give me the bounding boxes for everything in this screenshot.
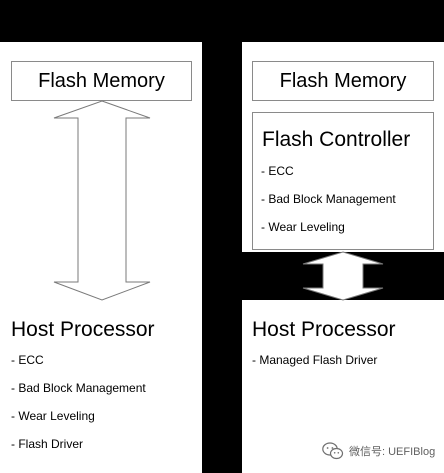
controller-item-wear-leveling: - Wear Leveling [261,220,345,234]
right-host-processor-panel [242,300,444,473]
wechat-icon [322,442,344,460]
left-host-processor-panel [0,300,202,473]
left-flash-memory-box: Flash Memory [11,61,192,101]
right-host-item-managed-driver: - Managed Flash Driver [252,353,378,367]
watermark: 微信号: UEFIBlog [322,441,435,461]
left-host-item-ecc: - ECC [11,353,44,367]
right-double-arrow [302,251,384,301]
left-host-processor-title: Host Processor [11,318,155,341]
flash-controller-title: Flash Controller [262,128,411,151]
right-flash-memory-box: Flash Memory [252,61,434,101]
left-flash-memory-label: Flash Memory [38,70,165,92]
left-double-arrow [53,100,151,301]
flash-controller-box: Flash Controller - ECC - Bad Block Manag… [252,112,434,250]
left-host-item-wear-leveling: - Wear Leveling [11,409,95,423]
right-host-processor-title: Host Processor [252,318,396,341]
left-host-item-bad-block: - Bad Block Management [11,381,146,395]
controller-item-ecc: - ECC [261,164,294,178]
right-flash-memory-label: Flash Memory [279,70,407,92]
watermark-text: 微信号: UEFIBlog [349,446,436,458]
controller-item-bad-block: - Bad Block Management [261,192,396,206]
left-host-item-flash-driver: - Flash Driver [11,437,84,451]
